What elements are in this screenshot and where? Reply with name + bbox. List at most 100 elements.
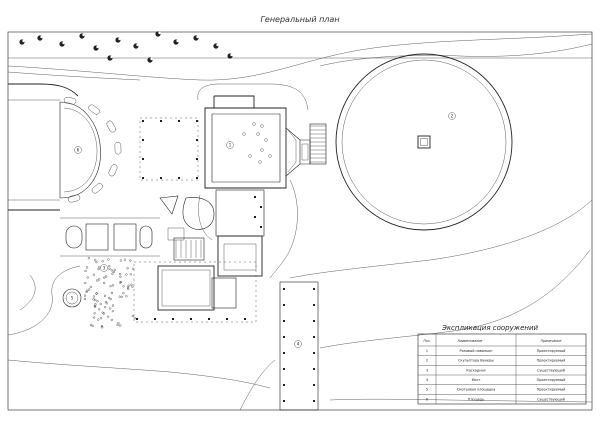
contour-line-9: [329, 398, 593, 403]
table-cell-name: Смотровая площадка: [457, 388, 496, 392]
colonnade-post: [244, 318, 246, 320]
plaza-inner-ring: [341, 59, 507, 225]
gravel-dot: [103, 276, 106, 279]
tree-icon: [107, 55, 113, 61]
marker-label-4: 4: [297, 342, 300, 347]
gravel-dot: [117, 322, 120, 325]
gravel-dot: [97, 278, 101, 281]
gravel-dot: [104, 275, 108, 278]
gravel-dot: [89, 323, 93, 326]
cascade-structures: [159, 189, 265, 241]
pergola-post: [142, 158, 144, 160]
cascade-basin: [182, 197, 215, 230]
gravel-dot: [110, 291, 114, 294]
path-north: [197, 83, 309, 111]
colonnade-post: [226, 318, 228, 320]
gravel-dot: [95, 261, 98, 264]
gravel-dot: [103, 306, 107, 309]
pergola-post: [142, 120, 144, 122]
gravel-dot: [99, 302, 102, 306]
table-cell-note: Существующий: [537, 368, 565, 372]
pavilion-column: [268, 154, 272, 158]
gravel-dot: [111, 284, 115, 287]
tree-highlight: [136, 43, 139, 47]
cascade-terrace: [215, 189, 265, 237]
gravel-dot: [103, 294, 107, 297]
gravel-dot: [116, 323, 119, 327]
pavilion-column: [260, 124, 264, 128]
left-plaza-rails: [8, 99, 60, 201]
gravel-dot: [133, 317, 136, 320]
terrain-contours: [7, 33, 593, 411]
table-cell-name: Площадь: [468, 397, 484, 401]
bench: [67, 194, 81, 203]
main-pavilion: 1: [204, 95, 327, 189]
lookout-outer: [62, 288, 82, 308]
tree-icon: [227, 53, 233, 59]
gravel-dot: [125, 273, 128, 276]
contour-line-1: [7, 33, 593, 81]
gravel-dot: [107, 258, 110, 261]
gravel-dot: [102, 281, 106, 284]
marker-label-2: 2: [451, 114, 454, 119]
plaza-outer-ring: [335, 53, 513, 231]
pergola-post: [160, 177, 162, 179]
lower-pavilion-inner: [161, 269, 211, 307]
lower-pavilion-dashed: [133, 261, 257, 323]
gravel-dot: [94, 298, 97, 302]
pergola-plot-1: [139, 117, 199, 181]
gravel-dot: [98, 308, 101, 311]
colonnade-post: [208, 318, 210, 320]
sculpture-base: [417, 135, 431, 149]
gravel-dot: [86, 276, 89, 279]
contour-line-10: [239, 359, 276, 411]
gravel-dot: [101, 260, 104, 263]
tree-highlight: [22, 39, 25, 43]
terrace-post: [254, 216, 256, 218]
gravel-dot: [92, 273, 95, 276]
gravel-dot: [130, 283, 133, 286]
gravel-dot: [95, 292, 98, 295]
tree-highlight: [150, 57, 153, 61]
marker-circle-2: [448, 112, 456, 120]
lower-pavilion: [133, 261, 257, 323]
table-cell-name: Каскадная: [466, 368, 485, 372]
table-cell-pos: 1: [426, 349, 428, 353]
table-cell-pos: 6: [426, 397, 428, 401]
gravel-dot: [96, 300, 99, 303]
curved-benches: [63, 97, 122, 203]
colonnade-post: [190, 318, 192, 320]
gravel-dot: [113, 268, 116, 271]
gravel-dot: [85, 290, 88, 293]
pavilion-column: [264, 138, 268, 142]
gravel-dot: [111, 304, 115, 307]
table-cell-note: Проектируемый: [537, 378, 566, 382]
gravel-dot: [87, 257, 90, 260]
gravel-dot: [129, 273, 132, 276]
colonnade-post: [136, 318, 138, 320]
tree-highlight: [82, 33, 85, 37]
contour-line-3: [7, 71, 141, 81]
gravel-dot: [89, 285, 92, 289]
pavilion-outline: [204, 107, 287, 189]
gravel-dot: [111, 272, 114, 275]
bridge-deck: [279, 281, 319, 411]
tree-icon: [19, 39, 25, 45]
gravel-dot: [111, 310, 114, 313]
cascade-steps: [173, 235, 263, 277]
pavilion-inner: [211, 113, 281, 183]
gravel-dot: [122, 292, 125, 295]
bench: [91, 183, 103, 194]
gravel-dot: [118, 273, 122, 276]
gravel-dot: [85, 266, 89, 269]
bridge-post: [313, 320, 315, 322]
tree-icon: [115, 37, 121, 43]
gravel-dot: [110, 318, 113, 322]
gravel-dot: [104, 300, 107, 304]
tree-icon: [133, 43, 139, 49]
gravel-dot: [119, 275, 122, 278]
drawing-frame: [7, 31, 593, 411]
gravel-dot: [109, 298, 112, 301]
bench: [108, 164, 118, 177]
